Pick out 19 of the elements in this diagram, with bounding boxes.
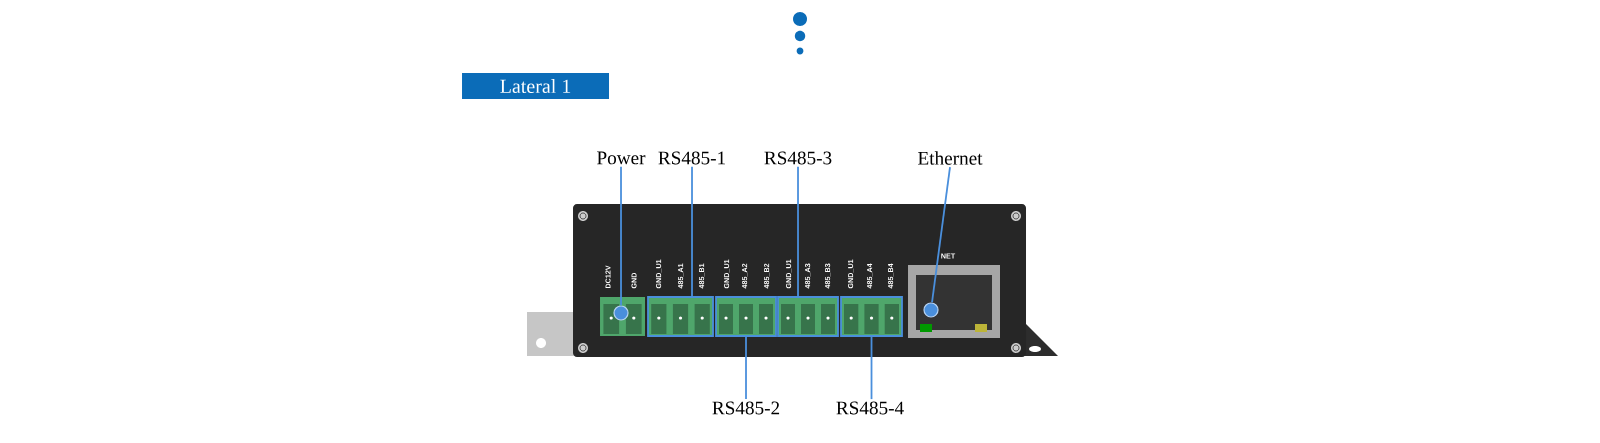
callout-text: RS485-4 [836, 401, 904, 415]
highlight-frame [715, 296, 777, 337]
leader-line [691, 165, 693, 297]
callout-text: Power [597, 151, 646, 165]
leader-line [870, 336, 873, 400]
callout-text: RS485-3 [764, 151, 832, 165]
port-marker [613, 305, 629, 321]
leader-line [620, 165, 622, 307]
leader-line [931, 166, 951, 304]
highlight-frame [840, 296, 903, 337]
port-marker [923, 302, 939, 318]
title-banner: Lateral 1 [462, 73, 609, 99]
highlight-frame [777, 296, 839, 337]
leader-line [797, 165, 799, 297]
leader-line [745, 336, 747, 400]
highlight-frame [647, 296, 714, 337]
callout-text: Ethernet [918, 151, 983, 165]
callout-text: RS485-2 [712, 401, 780, 415]
callout-text: RS485-1 [658, 151, 725, 165]
